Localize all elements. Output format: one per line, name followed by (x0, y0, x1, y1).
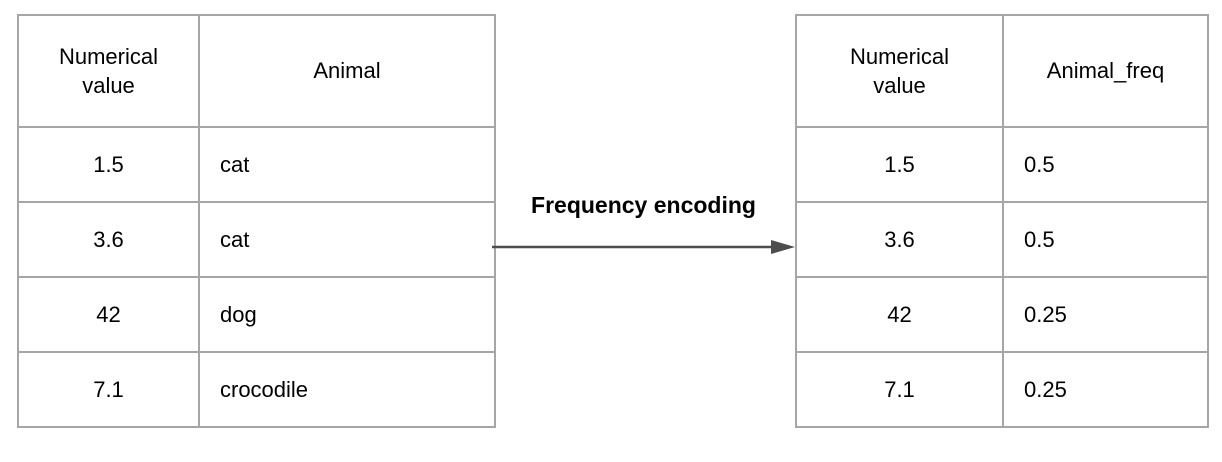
numerical-value-cell: 42 (795, 276, 1004, 353)
input-table: Numerical value Animal 1.5 cat 3.6 cat 4… (17, 14, 496, 428)
numerical-value-cell: 3.6 (17, 201, 200, 278)
frequency-cell: 0.5 (1002, 126, 1209, 203)
frequency-cell: 0.25 (1002, 276, 1209, 353)
animal-cell: cat (198, 201, 496, 278)
column-header-animal: Animal (198, 14, 496, 128)
animal-cell: crocodile (198, 351, 496, 428)
column-header-label: Numerical value (849, 43, 950, 98)
table-header-row: Numerical value Animal_freq (795, 14, 1209, 128)
table-row: 3.6 cat (17, 201, 496, 278)
table-row: 42 0.25 (795, 276, 1209, 353)
table-row: 42 dog (17, 276, 496, 353)
column-header-label: Numerical value (58, 43, 159, 98)
column-header-numerical-value: Numerical value (17, 14, 200, 128)
table-row: 7.1 0.25 (795, 351, 1209, 428)
table-row: 3.6 0.5 (795, 201, 1209, 278)
animal-cell: cat (198, 126, 496, 203)
animal-cell: dog (198, 276, 496, 353)
output-table: Numerical value Animal_freq 1.5 0.5 3.6 … (795, 14, 1209, 428)
frequency-cell: 0.25 (1002, 351, 1209, 428)
table-row: 1.5 cat (17, 126, 496, 203)
numerical-value-cell: 1.5 (17, 126, 200, 203)
numerical-value-cell: 3.6 (795, 201, 1004, 278)
numerical-value-cell: 7.1 (17, 351, 200, 428)
numerical-value-cell: 1.5 (795, 126, 1004, 203)
frequency-cell: 0.5 (1002, 201, 1209, 278)
table-header-row: Numerical value Animal (17, 14, 496, 128)
numerical-value-cell: 42 (17, 276, 200, 353)
right-arrow-icon (492, 239, 795, 254)
frequency-encoding-transformation: Frequency encoding (492, 191, 795, 257)
column-header-label: Animal (313, 58, 381, 83)
arrow-label: Frequency encoding (531, 192, 756, 218)
table-row: 1.5 0.5 (795, 126, 1209, 203)
column-header-label: Animal_freq (1046, 58, 1165, 83)
column-header-animal-freq: Animal_freq (1002, 14, 1209, 128)
numerical-value-cell: 7.1 (795, 351, 1004, 428)
column-header-numerical-value: Numerical value (795, 14, 1004, 128)
table-row: 7.1 crocodile (17, 351, 496, 428)
